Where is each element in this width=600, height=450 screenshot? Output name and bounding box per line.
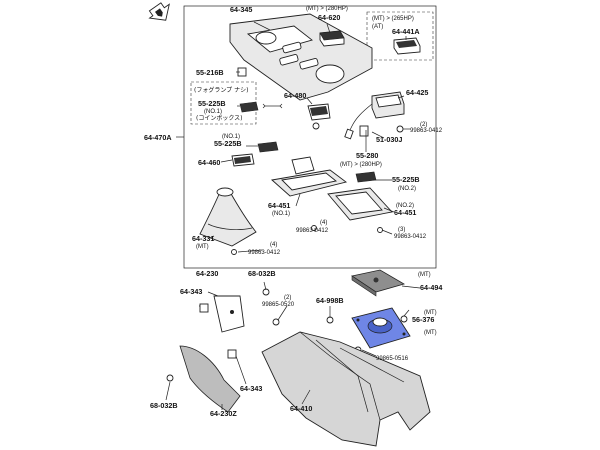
shift-boot-64-331 — [199, 187, 257, 247]
label-99865-0520: 99865-0520 — [262, 302, 295, 308]
label-64-998B: 64-998B — [316, 296, 344, 305]
nut-56-376 — [400, 315, 408, 323]
label-64-451-b: 64-451 — [394, 208, 416, 217]
label-coin: (コインボックス) — [196, 114, 243, 122]
label-no1-b: (NO.1) — [222, 134, 240, 140]
switch-55-225B-no2 — [355, 171, 377, 183]
label-no2-a: (NO.2) — [398, 186, 416, 192]
label-55-280: 55-280 — [356, 151, 378, 160]
label-mt-265hp: (MT) > (265HP) — [372, 16, 414, 22]
label-64-331: 64-331 — [192, 234, 214, 243]
bracket-64-230 — [199, 295, 245, 333]
label-68-032B-b: 68-032B — [150, 401, 178, 410]
screw-99863-0412-d — [231, 249, 237, 255]
screw-99863-0412-c — [377, 227, 383, 233]
console-panel-64-345 — [229, 13, 373, 101]
trim-64-230Z — [166, 345, 241, 413]
label-99863-0412-b: 99863-0412 — [296, 228, 329, 234]
label-64-494: 64-494 — [420, 283, 442, 292]
switch-64-480 — [307, 103, 331, 130]
label-64-410: 64-410 — [290, 404, 312, 413]
module-64-425 — [344, 91, 405, 140]
label-64-620: 64-620 — [318, 13, 340, 22]
label-num2-b: (2) — [284, 295, 291, 301]
label-64-441A: 64-441A — [392, 27, 420, 36]
label-no2-b: (NO.2) — [396, 203, 414, 209]
label-55-225B-a: 55-225B — [198, 99, 226, 108]
switch-64-441A — [393, 37, 421, 55]
console-64-410 — [261, 331, 431, 447]
label-mt-b: (MT) — [418, 272, 431, 278]
label-99863-0412-d: 99863-0412 — [248, 250, 281, 256]
label-55-225B-c: 55-225B — [392, 175, 420, 184]
label-mt-a: (MT) — [196, 244, 209, 250]
trim-64-451-no1 — [271, 156, 348, 197]
label-55-216B: 55-216B — [196, 68, 224, 77]
label-55-225B-b: 55-225B — [214, 139, 242, 148]
label-num4-a: (4) — [320, 220, 327, 226]
highlighted-part-plate — [351, 307, 411, 349]
option-box-265hp — [366, 11, 434, 61]
label-99863-0412-c: 99863-0412 — [394, 234, 427, 240]
screw-99865-0520 — [272, 318, 280, 326]
label-64-451-a: 64-451 — [268, 201, 290, 210]
label-64-230: 64-230 — [196, 269, 218, 278]
front-arrow-icon — [148, 2, 170, 21]
label-mt-d: (MT) — [424, 330, 437, 336]
label-56-376: 56-376 — [412, 315, 434, 324]
label-fog: (フォグランプ ナシ) — [194, 86, 248, 94]
label-64-460: 64-460 — [198, 158, 220, 167]
label-mt-280hp: (MT) > (280HP) — [306, 6, 348, 12]
label-num2-top: (2) — [420, 122, 427, 128]
pad-64-494 — [350, 269, 406, 297]
label-51-030J: 51-030J — [376, 135, 402, 144]
label-mt-280hp-b: (MT) > (280HP) — [340, 162, 382, 168]
label-64-230Z: 64-230Z — [210, 409, 237, 418]
label-no1-c: (NO.1) — [272, 211, 290, 217]
label-64-425: 64-425 — [406, 88, 428, 97]
label-at: (AT) — [372, 24, 383, 30]
label-num4-b: (4) — [270, 242, 277, 248]
label-64-480: 64-480 — [284, 91, 306, 100]
switch-64-620 — [319, 30, 345, 47]
screw-99863-0412-a — [396, 125, 410, 133]
label-64-470A: 64-470A — [144, 133, 172, 142]
switch-55-225B-no1-b — [257, 141, 279, 153]
label-mt-c: (MT) — [424, 310, 437, 316]
label-64-345: 64-345 — [230, 5, 252, 14]
label-64-343-b: 64-343 — [240, 384, 262, 393]
label-99865-0516: 99865-0516 — [376, 356, 409, 362]
label-no1-a: (NO.1) — [204, 109, 222, 115]
switch-55-225B-no1 — [239, 101, 259, 113]
label-64-343-a: 64-343 — [180, 287, 202, 296]
label-num3-a: (3) — [398, 227, 405, 233]
label-68-032B-a: 68-032B — [248, 269, 276, 278]
trim-64-451-no2 — [327, 187, 393, 221]
leader-lines — [165, 21, 421, 410]
label-99863-0412-a: 99863-0412 — [410, 128, 443, 134]
